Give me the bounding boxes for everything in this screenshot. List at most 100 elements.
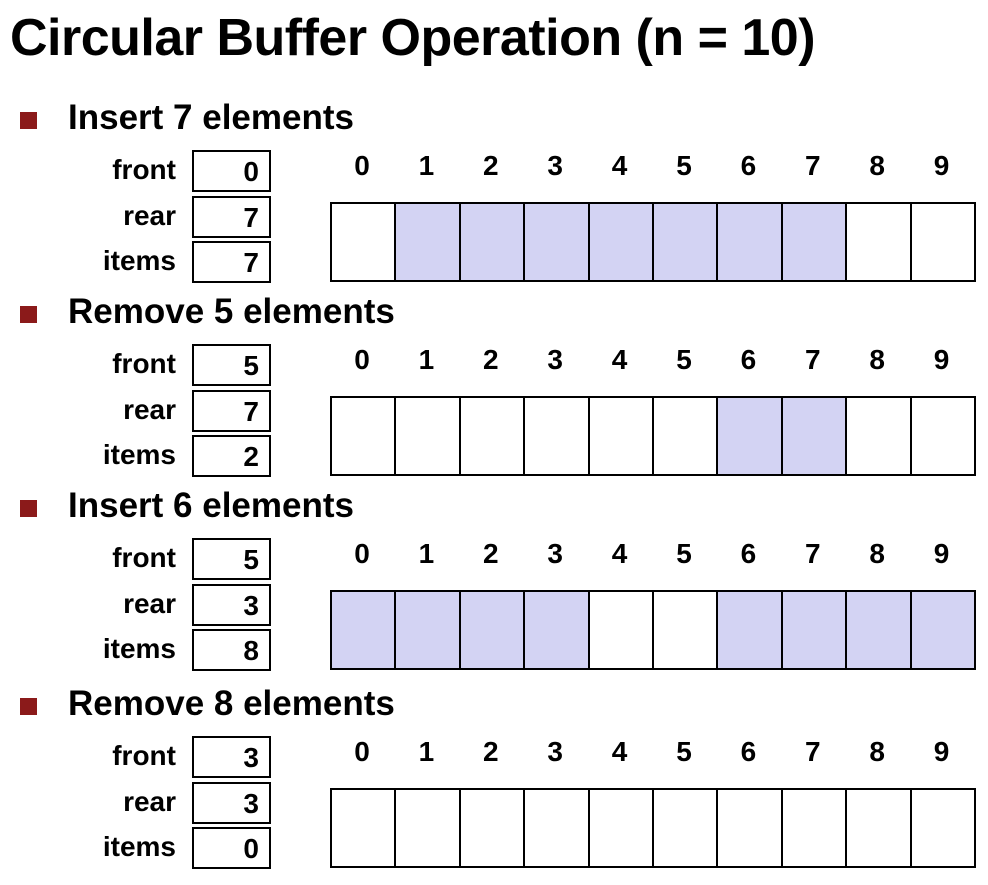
buffer-cell-empty [587, 790, 653, 866]
buffer-index-label: 0 [354, 150, 370, 181]
buffer-index-label: 5 [676, 538, 692, 569]
buffer-index-label: 9 [933, 736, 950, 767]
front-label: front [112, 348, 176, 379]
buffer-cell-filled [458, 204, 524, 280]
buffer-cell-empty [332, 398, 395, 474]
buffer-cell-empty [458, 398, 524, 474]
buffer-cell-empty [652, 398, 717, 474]
buffer-cell-filled [780, 204, 846, 280]
buffer-array [330, 590, 976, 670]
front-label: front [112, 740, 176, 771]
buffer-cell-empty [845, 204, 910, 280]
buffer-array [330, 788, 976, 868]
items-value: 2 [192, 435, 271, 477]
buffer-index-label: 8 [869, 344, 885, 375]
buffer-index-label: 3 [547, 344, 563, 375]
step-heading: Insert 6 elements [68, 486, 354, 525]
buffer-index-label: 0 [354, 736, 370, 767]
buffer-cell-empty [523, 398, 588, 474]
buffer-index-label: 1 [418, 344, 435, 375]
buffer-index-label: 3 [547, 150, 563, 181]
rear-value: 3 [192, 782, 271, 824]
buffer-index-label: 6 [740, 538, 757, 569]
buffer-cell-filled [587, 204, 653, 280]
front-value: 3 [192, 736, 271, 778]
buffer-index-label: 8 [869, 538, 885, 569]
buffer-index-label: 6 [740, 344, 757, 375]
buffer-cell-empty [780, 790, 846, 866]
square-bullet-icon [20, 306, 37, 323]
front-label: front [112, 154, 176, 185]
buffer-index-label: 4 [611, 344, 628, 375]
buffer-index-label: 6 [740, 736, 757, 767]
buffer-index-label: 8 [869, 736, 885, 767]
square-bullet-icon [20, 500, 37, 517]
buffer-index-label: 1 [418, 538, 435, 569]
buffer-index-label: 5 [676, 344, 692, 375]
rear-value: 3 [192, 584, 271, 626]
buffer-index-label: 6 [740, 150, 757, 181]
rear-label: rear [123, 394, 176, 425]
buffer-cell-empty [652, 592, 717, 668]
buffer-cell-empty [845, 790, 910, 866]
buffer-cell-filled [716, 204, 781, 280]
buffer-cell-filled [523, 592, 588, 668]
buffer-cell-empty [458, 790, 524, 866]
buffer-cell-empty [332, 790, 395, 866]
front-value: 5 [192, 538, 271, 580]
buffer-cell-empty [394, 398, 459, 474]
buffer-index-label: 5 [676, 150, 692, 181]
buffer-cell-filled [332, 592, 395, 668]
buffer-cell-empty [587, 592, 653, 668]
buffer-index-label: 2 [483, 538, 499, 569]
buffer-index-label: 2 [483, 736, 499, 767]
buffer-index-label: 3 [547, 538, 563, 569]
buffer-index-label: 7 [805, 736, 821, 767]
buffer-index-label: 9 [933, 344, 950, 375]
buffer-index-label: 7 [805, 538, 821, 569]
buffer-index-label: 0 [354, 538, 370, 569]
step-heading: Remove 8 elements [68, 684, 395, 723]
rear-label: rear [123, 588, 176, 619]
buffer-index-label: 7 [805, 150, 821, 181]
buffer-cell-filled [780, 592, 846, 668]
buffer-cell-filled [716, 398, 781, 474]
items-value: 8 [192, 629, 271, 671]
square-bullet-icon [20, 112, 37, 129]
buffer-cell-empty [909, 398, 975, 474]
buffer-cell-filled [394, 592, 459, 668]
front-label: front [112, 542, 176, 573]
step-heading: Insert 7 elements [68, 98, 354, 137]
items-value: 0 [192, 827, 271, 869]
buffer-cell-filled [523, 204, 588, 280]
page-title: Circular Buffer Operation (n = 10) [10, 9, 816, 67]
buffer-index-label: 5 [676, 736, 692, 767]
step-heading: Remove 5 elements [68, 292, 395, 331]
rear-label: rear [123, 200, 176, 231]
buffer-index-label: 1 [418, 736, 435, 767]
buffer-cell-empty [394, 790, 459, 866]
buffer-index-label: 9 [933, 538, 950, 569]
rear-value: 7 [192, 390, 271, 432]
buffer-index-label: 3 [547, 736, 563, 767]
buffer-index-label: 1 [418, 150, 435, 181]
buffer-index-label: 9 [933, 150, 950, 181]
buffer-index-label: 2 [483, 150, 499, 181]
buffer-index-label: 4 [611, 538, 628, 569]
buffer-cell-filled [909, 592, 975, 668]
front-value: 0 [192, 150, 271, 192]
items-label: items [102, 245, 176, 276]
buffer-cell-empty [909, 790, 975, 866]
buffer-index-label: 2 [483, 344, 499, 375]
buffer-array [330, 202, 976, 282]
buffer-cell-empty [332, 204, 395, 280]
items-label: items [102, 831, 176, 862]
buffer-cell-empty [587, 398, 653, 474]
buffer-cell-filled [394, 204, 459, 280]
buffer-cell-empty [652, 790, 717, 866]
square-bullet-icon [20, 698, 37, 715]
items-label: items [102, 439, 176, 470]
